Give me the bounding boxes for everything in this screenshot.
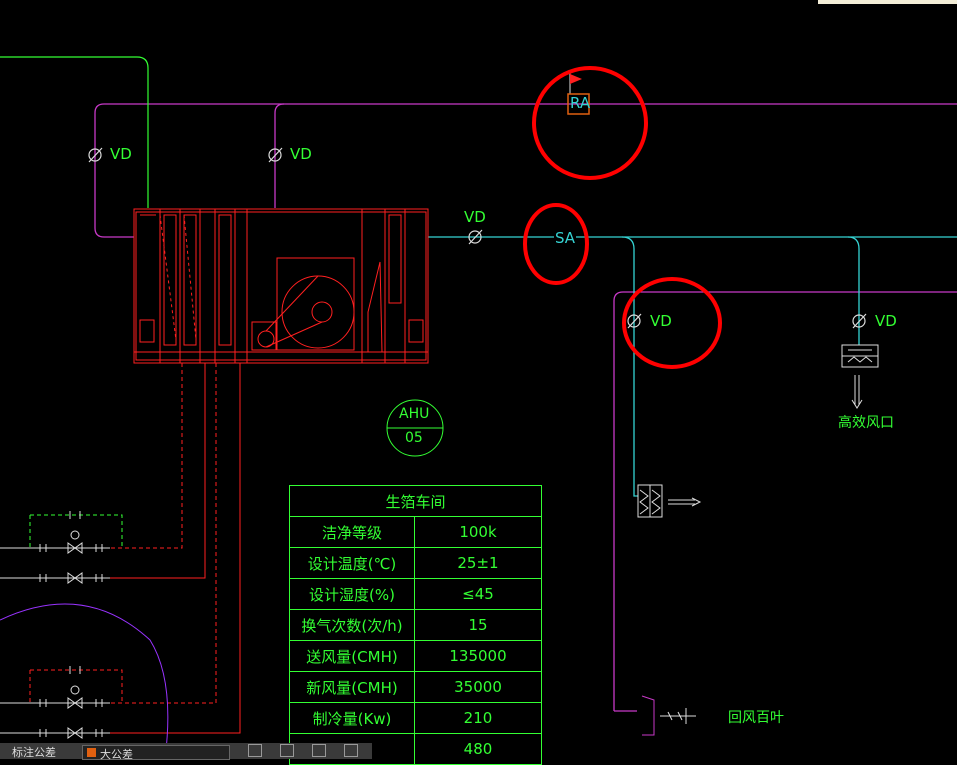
- table-key: 设计温度(℃): [289, 547, 415, 579]
- table-row: 设计湿度(%)≤45: [289, 578, 542, 610]
- bottom-toolbar: 标注公差 大公差: [0, 743, 372, 761]
- side-outlet-icon: [637, 484, 702, 518]
- valve-symbols: [39, 511, 103, 739]
- vd-label-2: VD: [290, 145, 312, 163]
- table-value: 35000: [414, 671, 542, 703]
- ahu-tag-bottom: 05: [405, 430, 423, 446]
- move-icon[interactable]: [280, 744, 294, 757]
- room-boundary-arc: [0, 603, 169, 759]
- table-row: 设计温度(℃)25±1: [289, 547, 542, 579]
- layers-icon[interactable]: [344, 744, 358, 757]
- table-row: 制冷量(Kw)210: [289, 702, 542, 734]
- table-title: 生箔车间: [289, 485, 542, 517]
- table-key: 设计湿度(%): [289, 578, 415, 610]
- highlight-circles: [523, 66, 722, 369]
- high-eff-outlet-label: 高效风口: [838, 415, 894, 431]
- ahu-tag-bubble: [386, 399, 444, 457]
- fresh-air-line: [0, 56, 149, 208]
- vd-label-1: VD: [110, 145, 132, 163]
- damper-symbols: [88, 147, 867, 329]
- ahu-unit[interactable]: [133, 208, 429, 364]
- vd-label-3: VD: [464, 208, 486, 226]
- chilled-water-piping: [0, 363, 241, 734]
- return-louver-icon: [641, 695, 696, 736]
- table-value: 25±1: [414, 547, 542, 579]
- table-row: 送风量(CMH)135000: [289, 640, 542, 672]
- table-key: 制冷量(Kw): [289, 702, 415, 734]
- table-row: 新风量(CMH)35000: [289, 671, 542, 703]
- ra-flag-icon: [567, 73, 590, 115]
- ahu-tag-top: AHU: [399, 406, 430, 422]
- top-window-strip: [818, 0, 957, 4]
- layer-dropdown[interactable]: 大公差: [82, 745, 230, 761]
- layer-color-swatch: [87, 748, 96, 757]
- return-air-duct: [94, 103, 957, 712]
- table-row: 换气次数(次/h)15: [289, 609, 542, 641]
- table-value: 210: [414, 702, 542, 734]
- return-louver-label: 回风百叶: [728, 710, 784, 726]
- supply-air-duct: [428, 236, 957, 497]
- table-value: 135000: [414, 640, 542, 672]
- sa-label: SA: [554, 229, 577, 247]
- table-key: 新风量(CMH): [289, 671, 415, 703]
- table-value: 100k: [414, 516, 542, 548]
- layer-current: 大公差: [100, 748, 133, 761]
- vd-label-4: VD: [650, 312, 672, 330]
- table-value: 15: [414, 609, 542, 641]
- table-key: 换气次数(次/h): [289, 609, 415, 641]
- table-key: 洁净等级: [289, 516, 415, 548]
- vd-label-5: VD: [875, 312, 897, 330]
- layer-label: 标注公差: [12, 746, 56, 759]
- table-key: 送风量(CMH): [289, 640, 415, 672]
- edit-icon[interactable]: [248, 744, 262, 757]
- table-value: ≤45: [414, 578, 542, 610]
- high-efficiency-outlet-icon: [841, 344, 879, 409]
- copy-icon[interactable]: [312, 744, 326, 757]
- ra-label: RA: [570, 94, 591, 112]
- table-value: 480: [414, 733, 542, 765]
